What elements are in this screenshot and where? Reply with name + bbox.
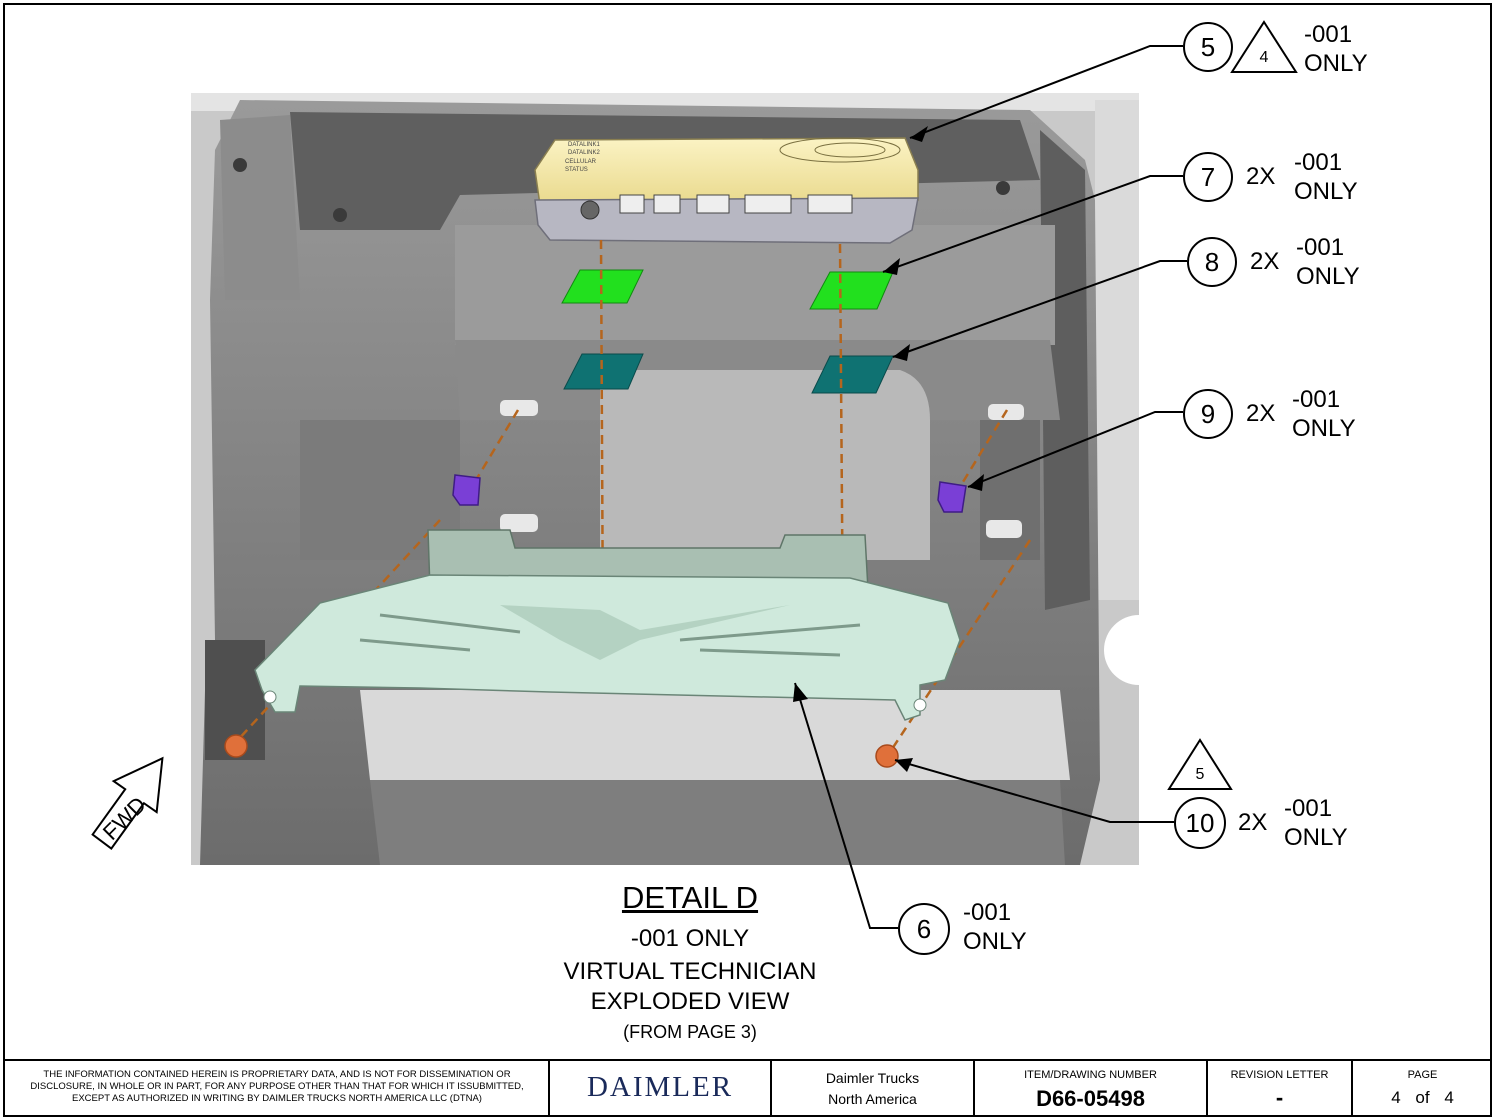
leader-arrowheads — [793, 126, 984, 772]
tb-page-cell: PAGE 4 of 4 — [1353, 1061, 1492, 1117]
callout-8-v2: ONLY — [1296, 263, 1360, 290]
callout-6-v2: ONLY — [963, 928, 1027, 955]
tb-page-total: 4 — [1444, 1088, 1454, 1107]
note-flag-4: 4 — [1230, 20, 1298, 73]
pad-teal-right — [811, 355, 894, 394]
callout-10-variant: -001 ONLY — [1284, 794, 1348, 852]
tb-company-line2: North America — [828, 1091, 917, 1107]
pad-green-right — [809, 271, 894, 310]
detail-line1: VIRTUAL TECHNICIAN — [563, 958, 817, 985]
balloon-10: 10 — [1174, 797, 1226, 849]
leader-lines — [794, 45, 1187, 929]
detail-line2: EXPLODED VIEW — [590, 988, 790, 1015]
tb-page-current: 4 — [1391, 1088, 1401, 1107]
callout-5-v1: -001 — [1304, 21, 1353, 48]
callout-9-v1: -001 — [1292, 386, 1341, 413]
exploded-view-drawing: DATALINK1 DATALINK2 CELLULAR STATUS — [91, 20, 1298, 929]
balloon-6: 6 — [898, 903, 950, 955]
detail-only: -001 ONLY — [630, 925, 750, 952]
callout-6-v1: -001 — [963, 899, 1012, 926]
pad-green-left — [561, 269, 644, 304]
callout-7-v2: ONLY — [1294, 178, 1358, 205]
callout-6-variant: -001 ONLY — [963, 898, 1027, 956]
detail-title: DETAIL D — [621, 880, 759, 915]
callout-7-variant: -001 ONLY — [1294, 148, 1358, 206]
clip-right — [937, 481, 967, 513]
callout-10-qty: 2X — [1238, 809, 1268, 836]
tb-rev-label: REVISION LETTER — [1230, 1069, 1329, 1081]
tb-rev-value: - — [1275, 1085, 1284, 1110]
tb-rev-cell: REVISION LETTER - — [1208, 1061, 1353, 1117]
note-flag-5: 5 — [1167, 738, 1233, 790]
callout-8-variant: -001 ONLY — [1296, 233, 1360, 291]
bolt-right — [875, 744, 899, 768]
balloon-9: 9 — [1183, 389, 1233, 439]
daimler-logo: DAIMLER — [586, 1071, 734, 1103]
balloon-7: 7 — [1183, 152, 1233, 202]
tb-page-value: 4 of 4 — [1353, 1088, 1492, 1108]
tb-disclaimer: THE INFORMATION CONTAINED HEREIN IS PROP… — [30, 1069, 524, 1104]
device-label-2: DATALINK2 — [568, 150, 600, 156]
tb-item-cell: ITEM/DRAWING NUMBER D66-05498 — [975, 1061, 1208, 1117]
callout-8-qty: 2X — [1250, 248, 1280, 275]
device-label-4: STATUS — [565, 167, 588, 173]
callout-10-v1: -001 — [1284, 795, 1333, 822]
mounting-bracket — [254, 529, 961, 721]
tb-company-cell: Daimler Trucks North America — [772, 1061, 975, 1117]
callout-7-qty: 2X — [1246, 163, 1276, 190]
pad-teal-left — [563, 353, 644, 390]
bolt-left — [224, 734, 248, 758]
tb-item-number: D66-05498 — [1036, 1086, 1145, 1111]
tb-disclaimer-cell: THE INFORMATION CONTAINED HEREIN IS PROP… — [5, 1061, 550, 1117]
telematics-device: DATALINK1 DATALINK2 CELLULAR STATUS — [534, 137, 919, 244]
callout-9-v2: ONLY — [1292, 415, 1356, 442]
balloon-8: 8 — [1187, 237, 1237, 287]
note-flag-5-text: 5 — [1196, 766, 1205, 783]
callout-5-variant: -001 ONLY — [1304, 20, 1368, 78]
tb-page-label: PAGE — [1407, 1069, 1438, 1081]
callout-9-variant: -001 ONLY — [1292, 385, 1356, 443]
callout-10-v2: ONLY — [1284, 824, 1348, 851]
callout-5-v2: ONLY — [1304, 50, 1368, 77]
balloon-5: 5 — [1183, 22, 1233, 72]
tb-logo-cell: DAIMLER — [550, 1061, 772, 1117]
callout-7-v1: -001 — [1294, 149, 1343, 176]
fwd-arrow: FWD — [91, 756, 164, 850]
callout-8-v1: -001 — [1296, 234, 1345, 261]
note-flag-4-text: 4 — [1260, 49, 1269, 66]
device-label-1: DATALINK1 — [568, 142, 600, 148]
drawing-sheet — [3, 3, 1492, 1117]
tb-company-line1: Daimler Trucks — [825, 1070, 920, 1086]
tb-page-of: of — [1415, 1088, 1430, 1107]
detail-from: (FROM PAGE 3) — [623, 1022, 757, 1042]
device-label-3: CELLULAR — [565, 159, 597, 165]
tb-item-label: ITEM/DRAWING NUMBER — [1024, 1069, 1157, 1081]
callout-9-qty: 2X — [1246, 400, 1276, 427]
clip-left — [452, 474, 481, 506]
title-block: THE INFORMATION CONTAINED HEREIN IS PROP… — [5, 1059, 1492, 1119]
